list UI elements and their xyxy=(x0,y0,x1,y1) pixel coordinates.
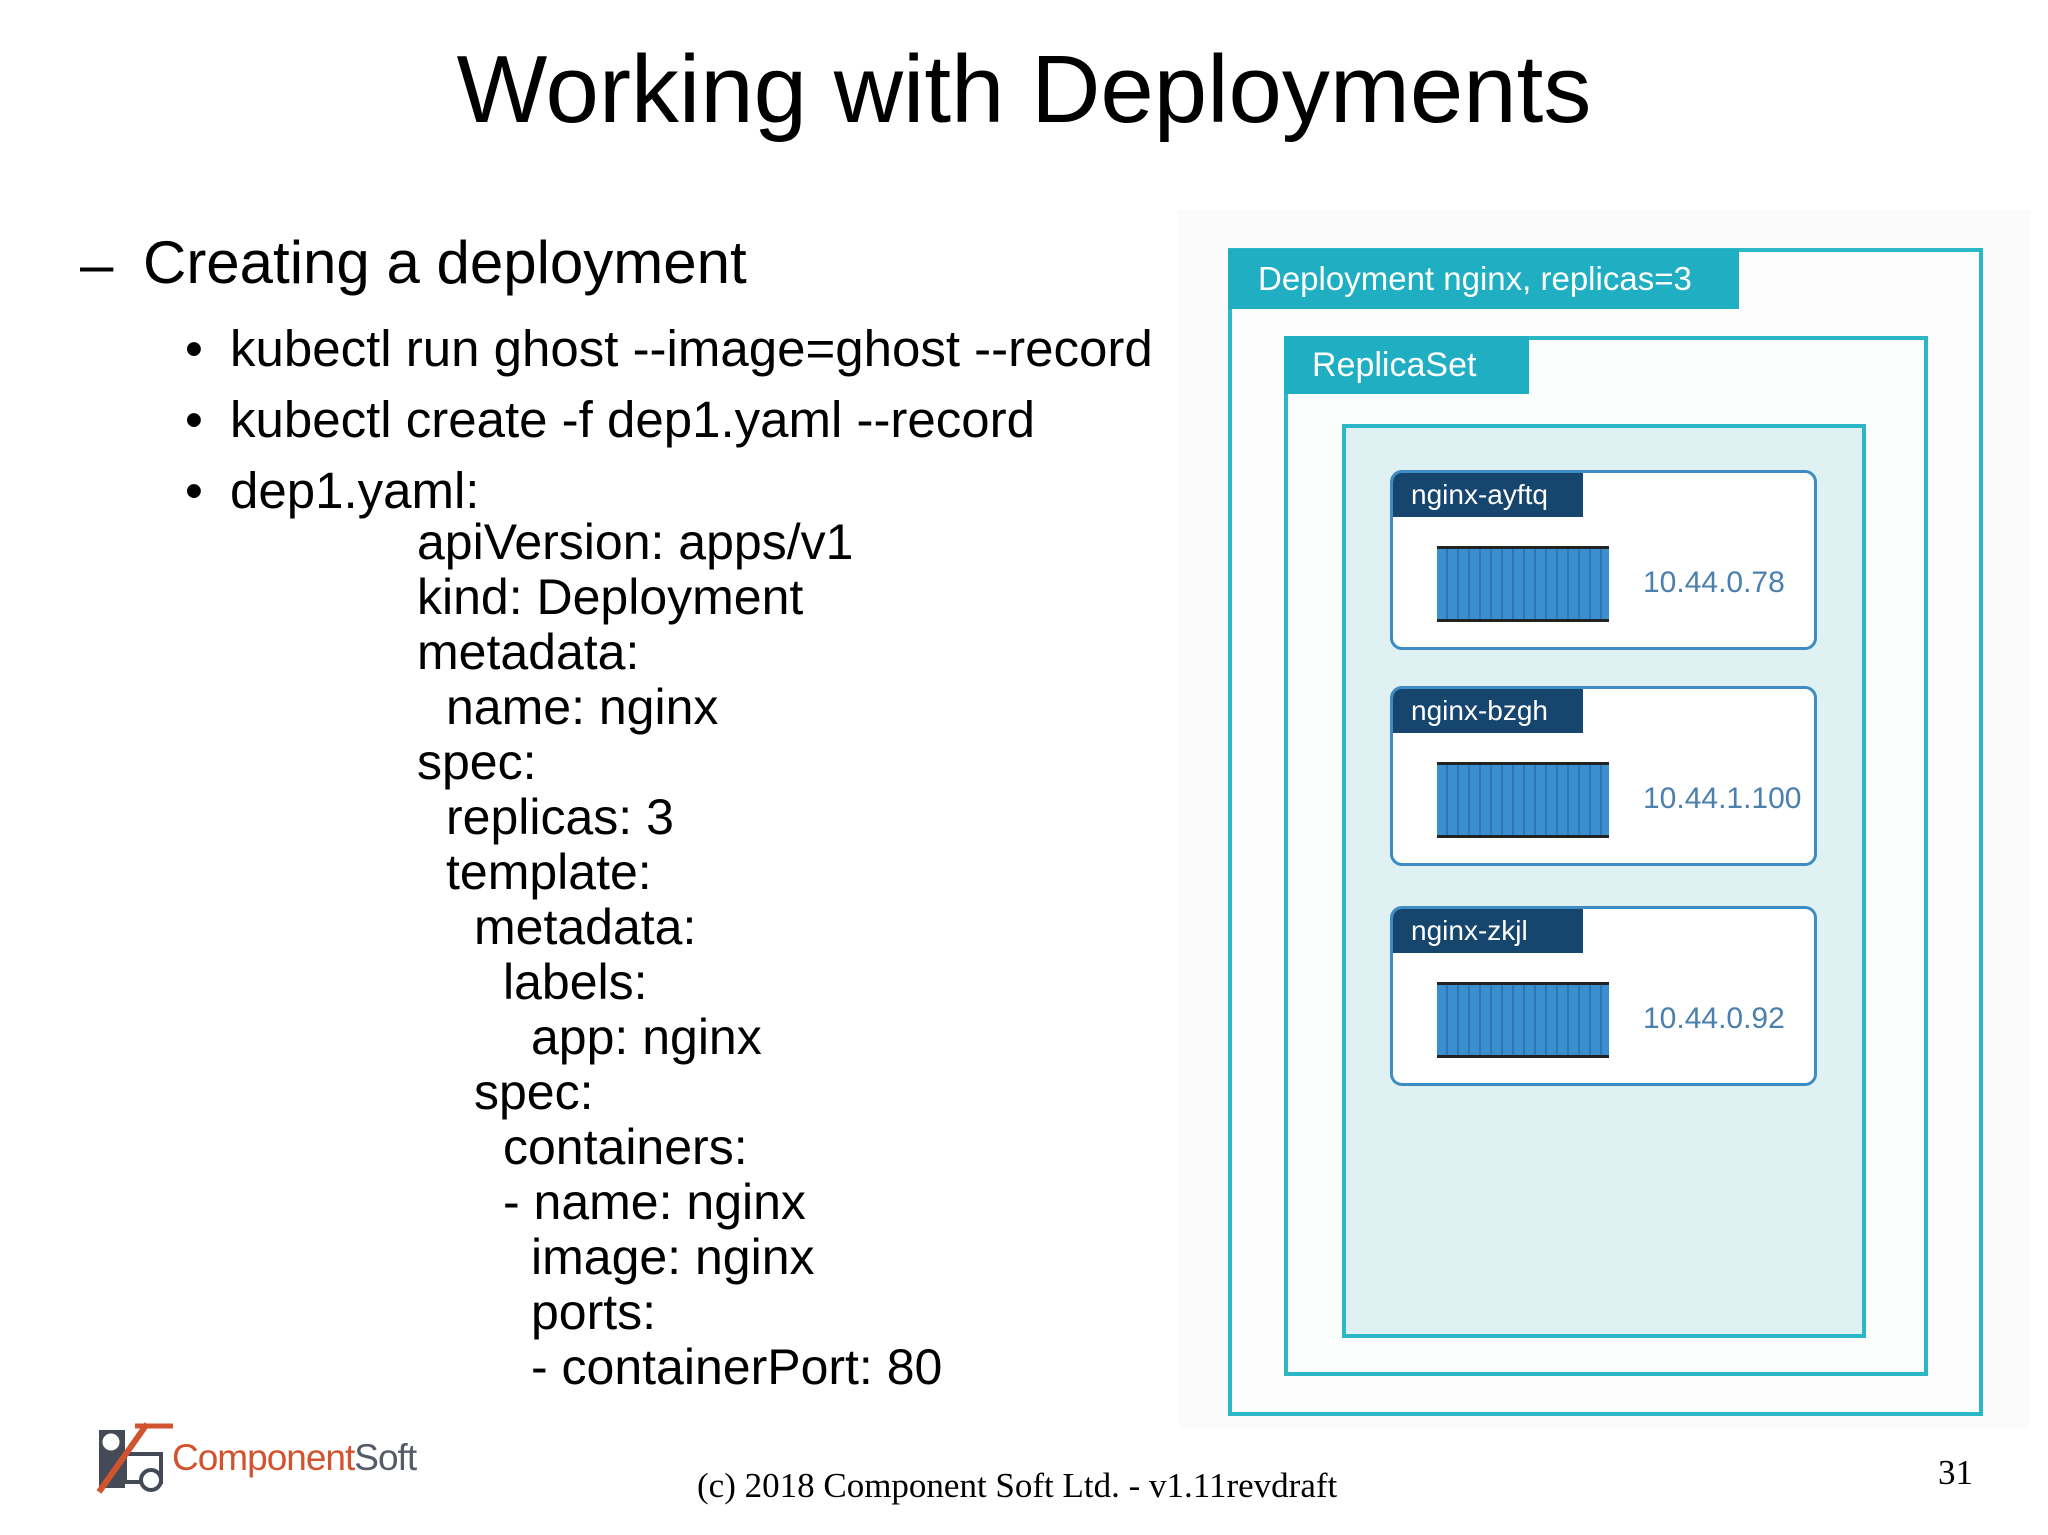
container-icon xyxy=(1437,982,1609,1058)
pod-name: nginx-zkjl xyxy=(1393,909,1583,953)
yaml-line: - containerPort: 80 xyxy=(531,1339,943,1395)
bullet-text: kubectl create -f dep1.yaml --record xyxy=(230,391,1035,448)
logo-wordmark: ComponentSoft xyxy=(172,1436,417,1480)
pod-card: nginx-bzgh 10.44.1.100 xyxy=(1390,686,1817,866)
yaml-line: metadata: xyxy=(474,899,697,955)
yaml-line: app: nginx xyxy=(531,1009,762,1065)
container-icon xyxy=(1437,546,1609,622)
yaml-line: containers: xyxy=(503,1119,748,1175)
company-logo: ComponentSoft xyxy=(95,1418,445,1496)
pod-ip: 10.44.0.92 xyxy=(1643,1002,1785,1035)
yaml-line: spec: xyxy=(474,1064,594,1120)
yaml-line: metadata: xyxy=(417,624,640,680)
yaml-line: image: nginx xyxy=(531,1229,815,1285)
yaml-line: - name: nginx xyxy=(503,1174,806,1230)
replicaset-label: ReplicaSet xyxy=(1284,336,1529,394)
pod-card: nginx-ayftq 10.44.0.78 xyxy=(1390,470,1817,650)
yaml-line: name: nginx xyxy=(446,679,719,735)
yaml-line: template: xyxy=(446,844,652,900)
slide-title: Working with Deployments xyxy=(456,36,1592,143)
bullet-text: dep1.yaml: xyxy=(230,462,480,519)
yaml-line: apiVersion: apps/v1 xyxy=(417,514,854,570)
bullet-text: kubectl run ghost --image=ghost --record xyxy=(230,320,1153,377)
yaml-line: replicas: 3 xyxy=(446,789,674,845)
pod-ip: 10.44.0.78 xyxy=(1643,566,1785,599)
yaml-line: kind: Deployment xyxy=(417,569,804,625)
pod-ip: 10.44.1.100 xyxy=(1643,782,1802,815)
bullet-dot: • xyxy=(185,320,203,377)
yaml-line: ports: xyxy=(531,1284,657,1340)
yaml-code-block: apiVersion: apps/v1 kind: Deployment met… xyxy=(0,0,942,1395)
pod-name: nginx-ayftq xyxy=(1393,473,1583,517)
yaml-line: spec: xyxy=(417,734,537,790)
subtitle: Creating a deployment xyxy=(143,229,747,296)
pod-name: nginx-bzgh xyxy=(1393,689,1583,733)
logo-text-soft: Soft xyxy=(354,1437,417,1478)
pod-card: nginx-zkjl 10.44.0.92 xyxy=(1390,906,1817,1086)
deployment-label: Deployment nginx, replicas=3 xyxy=(1228,249,1739,309)
container-icon xyxy=(1437,762,1609,838)
yaml-line: labels: xyxy=(503,954,648,1010)
logo-text-component: Component xyxy=(172,1437,355,1478)
bullet-dot: • xyxy=(185,391,203,448)
copyright-footer: (c) 2018 Component Soft Ltd. - v1.11revd… xyxy=(697,1466,1338,1505)
bullet-dot: • xyxy=(185,462,203,519)
logo-mark-icon xyxy=(96,1422,173,1494)
page-number: 31 xyxy=(1938,1453,1973,1492)
subtitle-dash: – xyxy=(80,231,114,298)
